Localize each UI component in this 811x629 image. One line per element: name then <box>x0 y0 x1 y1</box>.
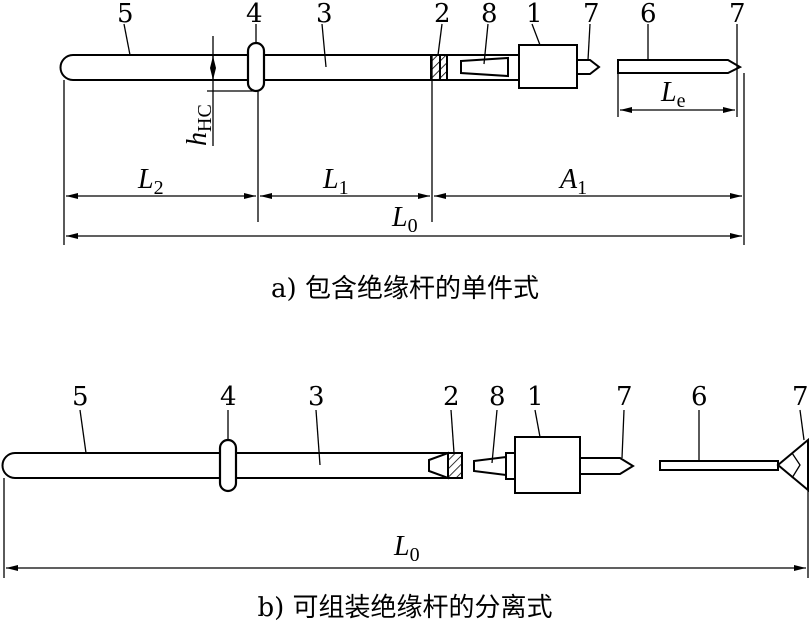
dim-l2-sub: 2 <box>154 177 164 199</box>
dim-l0-b-sub: 0 <box>410 544 420 566</box>
part-label-6-a: 6 <box>640 0 657 29</box>
svg-text:L2: L2 <box>137 164 164 199</box>
joint-hatched-a <box>430 54 448 81</box>
detector-head-a <box>518 44 578 89</box>
part-label-3-a: 3 <box>316 0 333 29</box>
plug-b <box>473 455 507 477</box>
dim-l1-sub: 1 <box>339 177 349 199</box>
dim-h-hc: hHC <box>182 36 256 146</box>
part-label-8-a: 8 <box>481 0 498 29</box>
dim-l0-b: L0 <box>3 478 809 578</box>
diagram-a: 5 4 3 2 8 1 7 6 7 hHC Le <box>59 0 746 304</box>
socket-b <box>428 451 449 480</box>
extension-lines-a <box>63 55 745 245</box>
part-label-2-b: 2 <box>443 382 460 412</box>
extension-electrode-b <box>659 460 779 471</box>
svg-text:L0: L0 <box>393 531 420 566</box>
dim-l1-main: L <box>322 164 339 195</box>
caption-b: b) 可组装绝缘杆的分离式 <box>257 593 552 623</box>
dim-h-hc-main: h <box>182 132 213 146</box>
part-label-7b-b: 7 <box>792 382 809 412</box>
part-label-7b-a: 7 <box>729 0 746 29</box>
probe-tip-b <box>580 457 635 475</box>
joint-hatched-b <box>447 452 463 479</box>
leader-lines-a <box>123 23 738 68</box>
caption-a: a) 包含绝缘杆的单件式 <box>271 274 539 304</box>
part-label-4-b: 4 <box>220 382 237 412</box>
part-label-1-b: 1 <box>527 382 544 412</box>
part-label-2-a: 2 <box>434 0 451 29</box>
hand-guard-a <box>246 41 266 93</box>
part-label-5-a: 5 <box>117 0 134 29</box>
rod-a <box>59 54 441 81</box>
probe-tip-a <box>577 59 601 75</box>
dim-l0-a-main: L <box>391 202 408 233</box>
part-label-7-a: 7 <box>583 0 600 29</box>
dim-l0-a-sub: 0 <box>408 215 418 237</box>
svg-text:Le: Le <box>660 77 686 112</box>
dim-a1-main: A <box>558 164 578 195</box>
svg-text:L1: L1 <box>322 164 349 199</box>
dim-l2-main: L <box>137 164 154 195</box>
part-label-6-b: 6 <box>691 382 708 412</box>
cone-electrode-inner-b <box>791 452 801 479</box>
part-label-5-b: 5 <box>72 382 89 412</box>
part-label-7-b: 7 <box>616 382 633 412</box>
dim-h-hc-sub: HC <box>194 104 216 132</box>
part-label-4-a: 4 <box>246 0 263 29</box>
svg-text:hHC: hHC <box>182 104 216 146</box>
svg-text:A1: A1 <box>558 164 587 199</box>
diagram-b: 5 4 3 2 8 1 7 6 7 L0 b) 可组装绝缘杆的分离式 <box>1 382 809 623</box>
detector-head-b <box>514 436 581 494</box>
leader-lines-b <box>79 409 805 466</box>
svg-text:L0: L0 <box>391 202 418 237</box>
rod-b <box>1 452 463 479</box>
dim-a1-sub: 1 <box>577 177 587 199</box>
plug-collar-b <box>505 452 516 480</box>
dim-l0-b-main: L <box>393 531 410 562</box>
plug-a <box>460 56 509 78</box>
part-label-8-b: 8 <box>489 382 506 412</box>
part-label-1-a: 1 <box>526 0 543 29</box>
part-label-3-b: 3 <box>308 382 325 412</box>
dim-l-e-main: L <box>660 77 677 108</box>
dim-l-e-sub: e <box>677 90 686 112</box>
extension-electrode-a <box>617 59 743 74</box>
dim-l-e: Le <box>617 67 738 117</box>
cone-electrode-b <box>776 437 809 493</box>
hand-guard-b <box>218 438 238 493</box>
